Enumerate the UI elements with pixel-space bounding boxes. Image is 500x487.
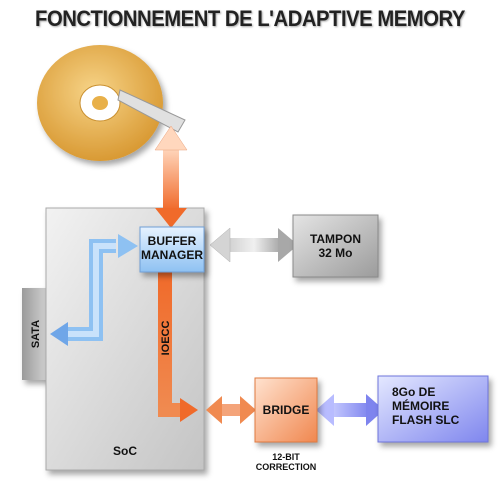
buffer-manager-label: BUFFER MANAGER <box>140 234 204 262</box>
bridge-block <box>254 377 318 443</box>
flash-label: 8Go DE MÉMOIRE FLASH SLC <box>392 385 482 427</box>
read-head-arm <box>117 89 186 133</box>
tampon-line2: 32 Mo <box>318 246 353 260</box>
flash-line1: 8Go DE <box>392 385 436 399</box>
flash-line3: FLASH SLC <box>392 413 460 427</box>
disk-icon <box>37 45 163 161</box>
flash-block <box>377 375 489 443</box>
flash-line2: MÉMOIRE <box>392 399 450 413</box>
tampon-label: TAMPON 32 Mo <box>293 232 378 260</box>
bridge-label: BRIDGE <box>262 403 310 417</box>
sata-label: SATA <box>30 319 42 349</box>
soc-label: SoC <box>113 444 137 458</box>
diagram-title: FONCTIONNEMENT DE L'ADAPTIVE MEMORY <box>35 6 465 31</box>
arrow-disk-buffer <box>154 125 188 228</box>
buffer-manager-block <box>139 226 205 273</box>
buffer-manager-line2: MANAGER <box>141 248 203 262</box>
buffer-manager-line1: BUFFER <box>147 234 197 248</box>
bridge-caption-line2: CORRECTION <box>255 462 317 472</box>
sata-block <box>22 288 50 380</box>
arrow-buffer-sata <box>50 234 138 346</box>
arrow-buffer-bridge <box>158 272 198 422</box>
ioecc-label: IOECC <box>160 320 172 356</box>
arrow-buffer-tampon <box>209 227 298 263</box>
bridge-caption-line1: 12-BIT <box>272 452 300 462</box>
tampon-block <box>292 214 379 278</box>
arrow-bridge-flash <box>316 394 384 426</box>
bridge-caption: 12-BIT CORRECTION <box>250 452 322 472</box>
arrow-soc-bridge <box>206 396 256 424</box>
tampon-line1: TAMPON <box>309 232 362 246</box>
